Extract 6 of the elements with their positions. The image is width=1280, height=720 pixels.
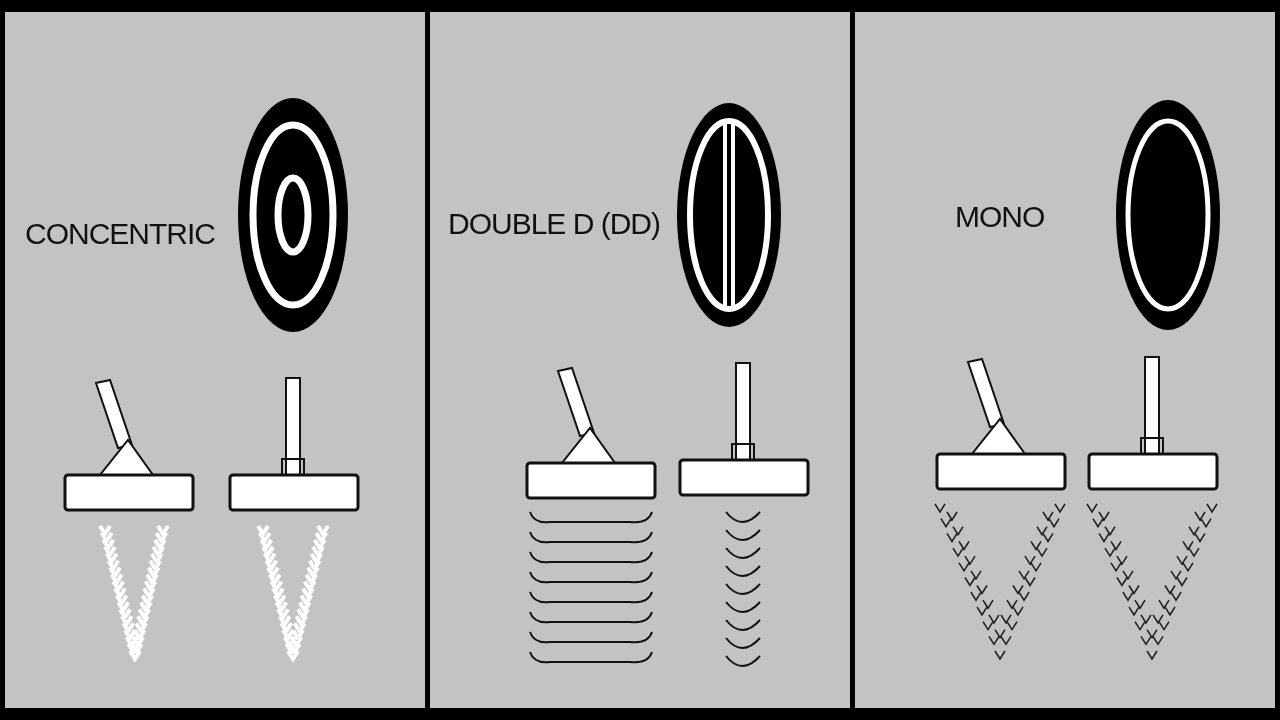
coil-type-label: CONCENTRIC (25, 217, 215, 251)
coil-type-panel (855, 12, 1275, 708)
coil-type-label: MONO (955, 200, 1045, 234)
coil-type-panel (5, 12, 425, 708)
coil-type-panel (430, 12, 850, 708)
coil-type-label: DOUBLE D (DD) (448, 207, 660, 241)
